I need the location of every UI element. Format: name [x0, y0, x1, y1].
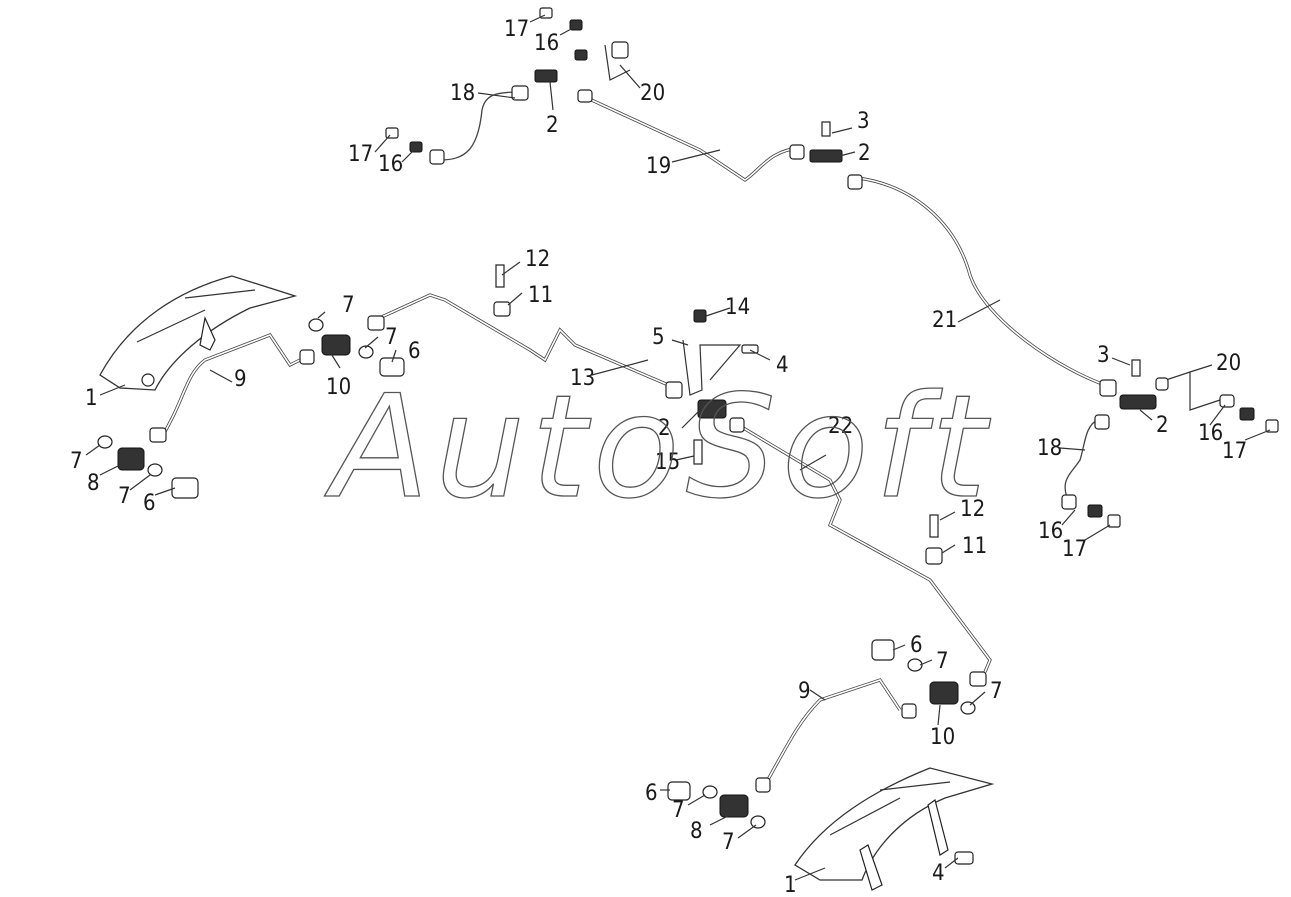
callout-5: 5	[652, 325, 665, 350]
callout-10: 10	[326, 375, 351, 400]
callout-6: 6	[910, 633, 923, 658]
callout-7: 7	[722, 830, 735, 855]
callout-17: 17	[1062, 537, 1087, 562]
callout-19: 19	[646, 154, 671, 179]
callout-7: 7	[118, 484, 131, 509]
callout-21: 21	[932, 308, 957, 333]
callout-6: 6	[143, 491, 156, 516]
callout-11: 11	[528, 283, 553, 308]
callout-6: 6	[645, 781, 658, 806]
callout-4: 4	[776, 353, 789, 378]
callout-16: 16	[378, 152, 403, 177]
callout-18: 18	[1037, 436, 1062, 461]
callout-3: 3	[857, 109, 870, 134]
callout-13: 13	[570, 366, 595, 391]
callout-12: 12	[960, 497, 985, 522]
callout-1: 1	[85, 386, 98, 411]
pipes	[158, 91, 1221, 786]
callout-7: 7	[672, 798, 685, 823]
callout-2: 2	[546, 113, 559, 138]
fender-left	[99, 275, 298, 391]
callout-7: 7	[936, 649, 949, 674]
callout-22: 22	[828, 414, 853, 439]
fittings	[97, 7, 1279, 865]
fender-right	[794, 767, 995, 891]
callout-2: 2	[1156, 413, 1169, 438]
callout-8: 8	[87, 471, 100, 496]
callout-6: 6	[408, 339, 421, 364]
callout-12: 12	[525, 247, 550, 272]
callout-16: 16	[1038, 519, 1063, 544]
watermark: AutoSoft	[324, 365, 992, 530]
callout-9: 9	[798, 679, 811, 704]
pipe-19	[584, 95, 801, 182]
pipe-21	[857, 176, 1109, 388]
callout-1: 1	[784, 873, 797, 897]
callout-17: 17	[1222, 439, 1247, 464]
callout-2: 2	[858, 141, 871, 166]
callout-7: 7	[70, 449, 83, 474]
pipe-18-top	[439, 91, 521, 161]
callout-9: 9	[234, 367, 247, 392]
callout-16: 16	[1198, 421, 1223, 446]
callout-16: 16	[534, 31, 559, 56]
callout-8: 8	[690, 819, 703, 844]
callout-7: 7	[385, 325, 398, 350]
callout-20: 20	[1216, 351, 1241, 376]
callout-17: 17	[504, 17, 529, 42]
callout-10: 10	[930, 725, 955, 750]
callout-numbers: 17 16 20 18 2 17 16 19 3 2 12 11 14 5 4 …	[70, 17, 1247, 897]
callout-15: 15	[655, 450, 680, 475]
callout-4: 4	[932, 861, 945, 886]
callout-7: 7	[342, 293, 355, 318]
callout-2: 2	[658, 416, 671, 441]
bracket-20-right	[1159, 371, 1221, 411]
pipe-18-right	[1064, 419, 1099, 501]
callout-14: 14	[725, 295, 750, 320]
callout-17: 17	[348, 142, 373, 167]
leader-lines	[85, 14, 1271, 881]
callout-7: 7	[990, 679, 1003, 704]
callout-11: 11	[962, 534, 987, 559]
callout-18: 18	[450, 81, 475, 106]
callout-20: 20	[640, 81, 665, 106]
callout-3: 3	[1097, 343, 1110, 368]
